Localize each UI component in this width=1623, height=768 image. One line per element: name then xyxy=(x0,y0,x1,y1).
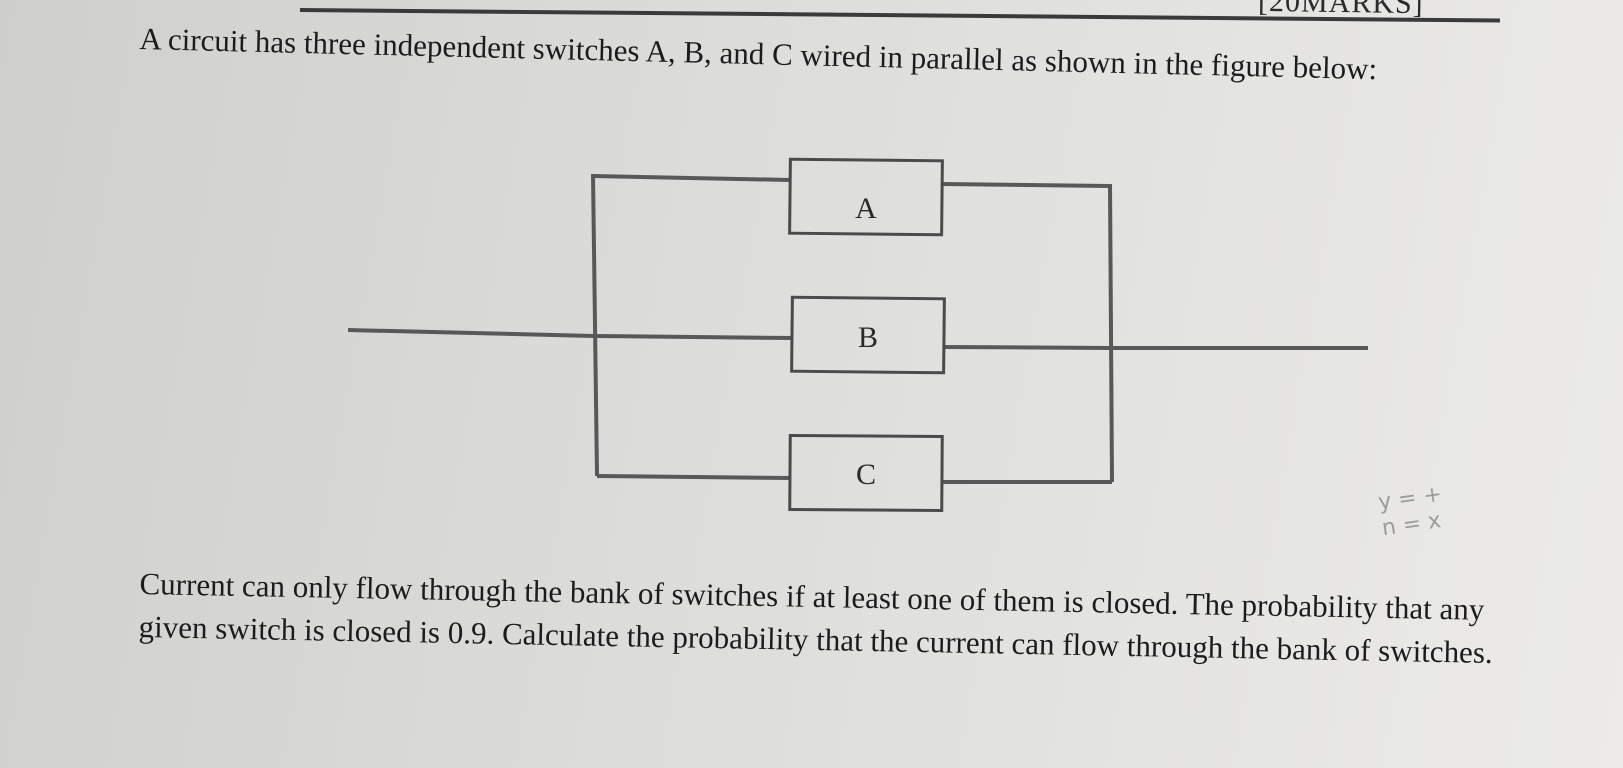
switch-b-label: B xyxy=(858,321,878,354)
branch-a-left-wire xyxy=(592,174,791,182)
handwritten-notes: y = + n = x xyxy=(1377,482,1447,542)
branch-a-right-wire xyxy=(942,182,1111,188)
branch-b-left-wire xyxy=(593,334,793,340)
switch-c-box xyxy=(788,433,944,513)
switch-a-box xyxy=(788,157,944,237)
branch-b-right-wire xyxy=(943,345,1113,350)
switch-a-label: A xyxy=(855,192,877,225)
input-wire xyxy=(347,328,595,338)
switch-b-box xyxy=(790,295,946,375)
left-bus xyxy=(591,173,599,477)
right-bus xyxy=(1108,183,1114,483)
branch-c-left-wire xyxy=(596,474,791,480)
switch-c-label: C xyxy=(856,458,876,491)
